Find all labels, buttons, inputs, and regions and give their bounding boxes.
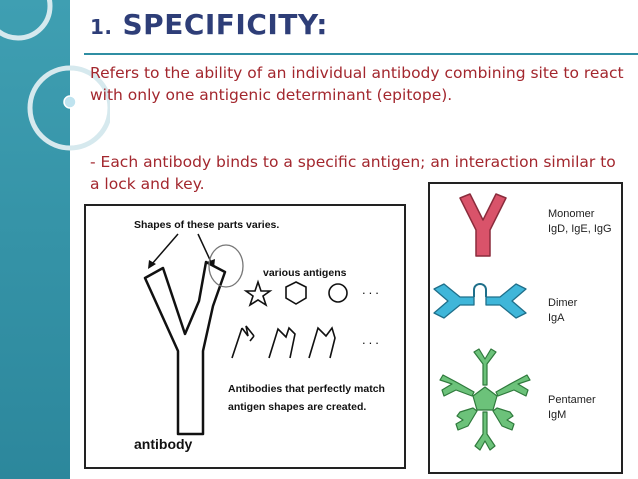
dimer-label: Dimer — [548, 297, 578, 309]
pentamer-label: Pentamer — [548, 394, 596, 406]
pentamer-types: IgM — [548, 409, 566, 421]
ring-top — [0, 0, 53, 41]
dimer-icon — [433, 283, 527, 319]
ring-dot — [63, 95, 77, 109]
circle-antigen — [328, 283, 348, 303]
caption-line-1: Antibodies that perfectly match — [228, 383, 385, 395]
pentamer-icon — [439, 348, 531, 451]
lock-key-text: - Each antibody binds to a specific anti… — [90, 153, 616, 193]
callout-label: Shapes of these parts varies. — [134, 219, 279, 231]
antibody-label: antibody — [134, 436, 193, 452]
antibody-figure: Shapes of these parts varies. antibody v… — [84, 204, 406, 469]
hexagon-antigen — [285, 281, 307, 305]
callout-arrow-left — [151, 233, 179, 265]
sidebar-band — [0, 0, 70, 479]
definition-text: Refers to the ability of an individual a… — [90, 64, 624, 104]
ellipsis-top: ... — [362, 282, 382, 297]
page-title: 1. SPECIFICITY: — [90, 8, 328, 41]
antigens-label: various antigens — [263, 267, 347, 279]
title-number: 1. — [90, 15, 113, 39]
binding-site-circle — [208, 244, 244, 288]
ellipsis-bottom: ... — [362, 332, 382, 347]
callout-arrow-right — [197, 233, 212, 263]
monomer-icon — [459, 193, 507, 257]
ring-middle — [27, 65, 110, 151]
title-text: SPECIFICITY: — [122, 8, 328, 41]
antibody-variant-1 — [231, 325, 255, 359]
antibody-y-shape — [143, 260, 227, 436]
antibody-variant-3 — [308, 326, 336, 359]
monomer-types: IgD, IgE, IgG — [548, 223, 612, 235]
antibody-classes-figure: Monomer IgD, IgE, IgG Dimer IgA Pentamer… — [428, 182, 623, 474]
title-underline — [84, 53, 638, 55]
dimer-types: IgA — [548, 312, 565, 324]
antibody-variant-2 — [268, 326, 296, 359]
caption-line-2: antigen shapes are created. — [228, 401, 366, 413]
monomer-label: Monomer — [548, 208, 595, 220]
star-antigen — [243, 279, 273, 307]
decorative-rings — [0, 0, 110, 151]
